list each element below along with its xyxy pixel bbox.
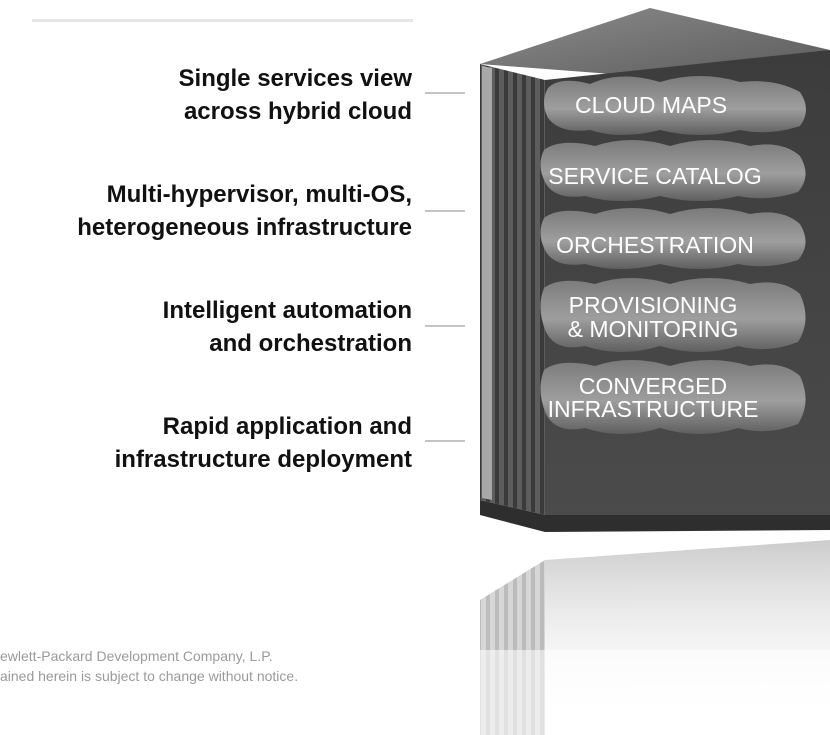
callout-line: Rapid application and — [162, 413, 412, 440]
layer-service-catalog — [540, 140, 806, 201]
layer-provisioning — [540, 278, 806, 352]
top-divider — [32, 19, 413, 22]
layer-label: CLOUD MAPS — [575, 92, 727, 118]
cube-base — [480, 500, 830, 532]
connector-tick — [425, 92, 465, 94]
layer-orchestration — [540, 208, 806, 269]
callout-automation: Intelligent automation and orchestration — [163, 294, 412, 360]
callout-line: Multi-hypervisor, multi-OS, — [106, 181, 412, 208]
connector-tick — [425, 325, 465, 327]
callout-line: Intelligent automation — [162, 297, 412, 324]
layer-label: CONVERGED — [579, 373, 727, 399]
layer-converged — [540, 360, 806, 434]
callout-line: and orchestration — [209, 330, 412, 357]
layer-label: INFRASTRUCTURE — [548, 396, 759, 422]
callout-line: across hybrid cloud — [183, 98, 412, 125]
connector-tick — [425, 210, 465, 212]
cube-left-face — [480, 64, 545, 515]
connector-tick — [425, 440, 465, 442]
cube-left-edge — [482, 66, 492, 500]
layer-label: ORCHESTRATION — [556, 232, 754, 258]
disclaimer-line: ained herein is subject to change withou… — [0, 668, 299, 684]
copyright-line: ewlett-Packard Development Company, L.P. — [0, 648, 273, 664]
layer-label: SERVICE CATALOG — [548, 163, 761, 189]
reflection-fade — [470, 650, 830, 735]
callout-line: heterogeneous infrastructure — [77, 214, 412, 241]
callout-hypervisor: Multi-hypervisor, multi-OS, heterogeneou… — [77, 178, 412, 244]
callout-services-view: Single services view across hybrid cloud — [179, 62, 412, 128]
layer-label: & MONITORING — [568, 316, 739, 342]
layer-cloud-maps — [544, 76, 806, 135]
callout-line: infrastructure deployment — [114, 446, 412, 473]
callout-line: Single services view — [178, 65, 412, 92]
layer-label: PROVISIONING — [569, 292, 738, 318]
callout-deployment: Rapid application and infrastructure dep… — [115, 410, 412, 476]
